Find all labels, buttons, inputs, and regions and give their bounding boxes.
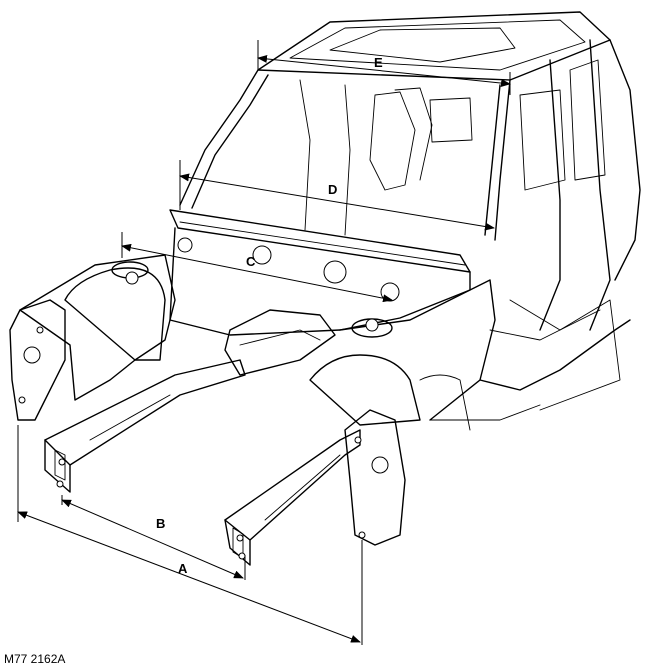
dimension-a-label: A (178, 561, 188, 576)
dimension-a-line (17, 511, 361, 643)
dimension-lines (17, 40, 511, 645)
dimension-b-label: B (156, 516, 165, 531)
dimension-d-label: D (328, 182, 337, 197)
dimension-e-line (257, 54, 511, 88)
dimension-d-line (179, 173, 495, 231)
dimension-b-line (61, 499, 244, 579)
dimension-labels: A B C D E (156, 55, 383, 576)
vehicle-body-shell (9, 11, 641, 566)
dimension-e-label: E (374, 55, 383, 70)
figure-reference: M77 2162A (4, 652, 66, 666)
dimension-c-label: C (246, 254, 256, 269)
dimension-c-line (121, 243, 393, 303)
